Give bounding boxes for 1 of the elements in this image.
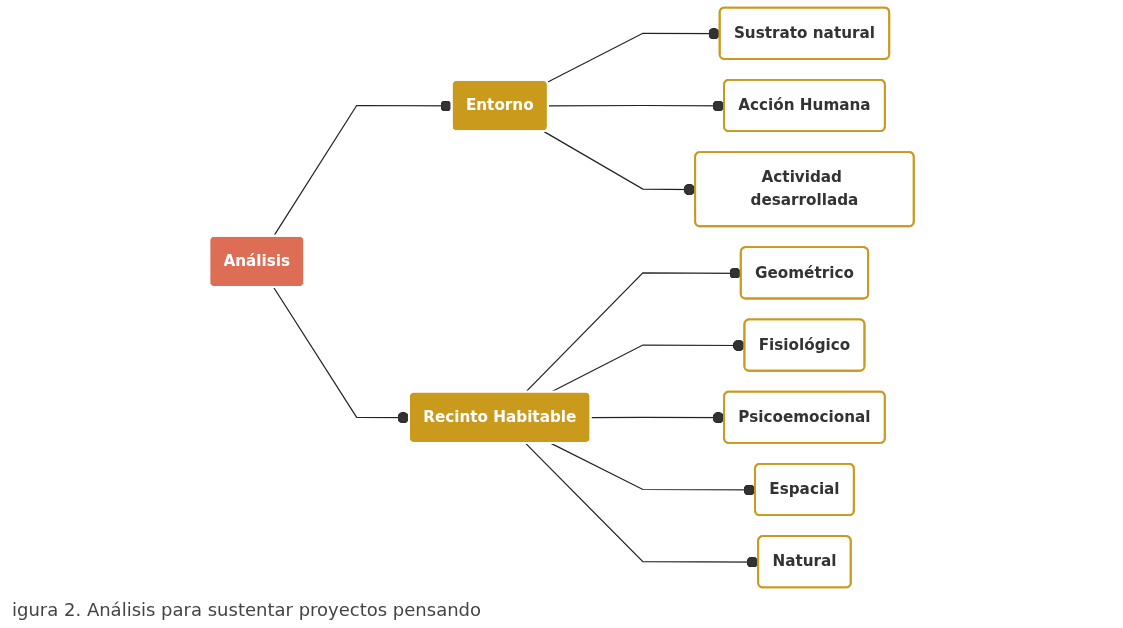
- figure-caption: igura 2. Análisis para sustentar proyectos pensando: [11, 598, 483, 622]
